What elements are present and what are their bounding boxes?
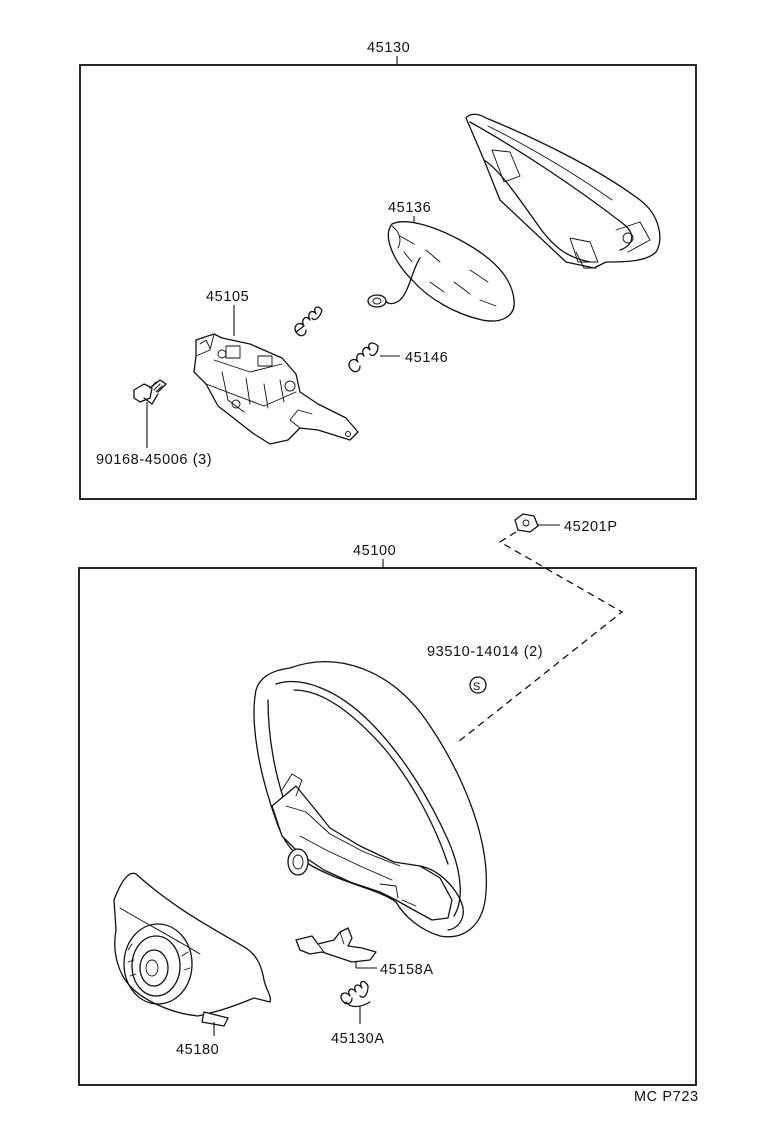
s-symbol-letter: S: [473, 681, 481, 693]
label-45130: 45130: [367, 40, 410, 56]
lower-cover-drawing: [113, 872, 272, 1027]
lower-assembly-frame: [78, 567, 697, 1086]
label-45100: 45100: [353, 543, 396, 559]
label-45130a: 45130A: [331, 1031, 385, 1047]
page-code: MC P723: [634, 1089, 699, 1105]
label-45201p: 45201P: [564, 519, 618, 535]
nut-45201p-group: 45201P: [457, 513, 624, 743]
label-45136: 45136: [388, 200, 431, 216]
label-bolt: 90168-45006 (3): [96, 452, 212, 468]
upper-assembly-group: 45130 45136 45105: [79, 40, 697, 500]
label-45146: 45146: [405, 350, 448, 366]
nut-drawing: [514, 513, 539, 533]
spring-45146-upper-drawing: [294, 306, 323, 337]
s-symbol-circle: [469, 676, 487, 694]
dashed-reference-line: [457, 531, 624, 743]
horn-pad-cover-drawing: [465, 113, 661, 269]
spring-45130a-drawing: [340, 980, 371, 1008]
label-93510: 93510-14014 (2): [427, 644, 543, 660]
bolt-drawing: [133, 379, 167, 405]
label-45180: 45180: [176, 1042, 219, 1058]
plate-45158a-drawing: [295, 927, 377, 963]
steering-wheel-drawing: [253, 661, 488, 938]
horn-membrane-drawing: [367, 221, 515, 322]
spring-45146-drawing: [348, 342, 379, 373]
horn-contact-plate-drawing: [193, 333, 359, 445]
label-45105: 45105: [206, 289, 249, 305]
upper-assembly-frame: [79, 64, 697, 500]
lower-assembly-group: 45100 93510-14014 (2) S: [78, 543, 697, 1086]
label-45158a: 45158A: [380, 962, 434, 978]
